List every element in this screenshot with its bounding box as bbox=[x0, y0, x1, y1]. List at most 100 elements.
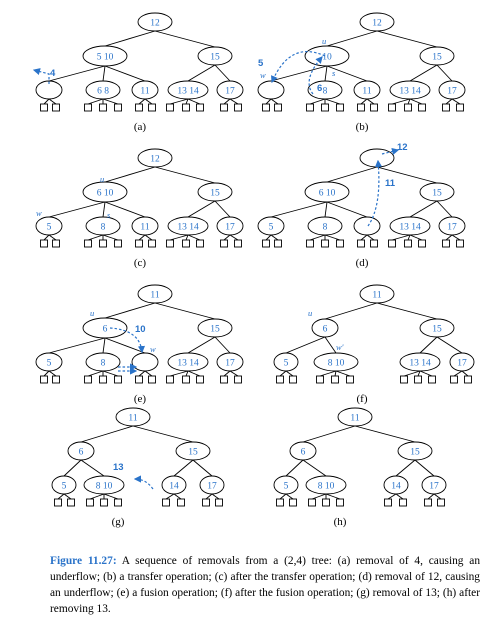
empty-node bbox=[359, 148, 395, 168]
tree-edge bbox=[354, 425, 416, 443]
leaf-node bbox=[177, 498, 185, 507]
node-keys: 5 bbox=[284, 482, 289, 492]
tree-edge bbox=[326, 166, 378, 183]
node-keys: 6 bbox=[103, 325, 108, 335]
leaf-node bbox=[336, 498, 344, 507]
leaf-node bbox=[234, 239, 242, 248]
leaf-edge bbox=[103, 493, 119, 500]
leaf-edge bbox=[187, 98, 201, 105]
leaf-node bbox=[182, 239, 190, 248]
leaf-node bbox=[135, 375, 143, 384]
leaf-node bbox=[464, 375, 472, 384]
tree-edge bbox=[63, 459, 82, 477]
leaf-edge bbox=[325, 493, 341, 500]
tree-edge bbox=[80, 425, 134, 443]
node-keys: 17 bbox=[447, 223, 457, 233]
operation-note: 6 bbox=[317, 83, 322, 94]
leaf-node bbox=[321, 239, 329, 248]
operation-note: 5 bbox=[258, 58, 264, 69]
node-label: w bbox=[150, 344, 156, 354]
tree-edge bbox=[302, 459, 327, 477]
node-label: u bbox=[100, 174, 104, 184]
tree-edge bbox=[80, 459, 105, 477]
leaf-edge bbox=[409, 98, 423, 105]
leaf-edge bbox=[407, 234, 411, 241]
leaf-node bbox=[84, 239, 92, 248]
node-keys: 15 bbox=[210, 325, 220, 335]
node-keys: 6 bbox=[323, 325, 328, 335]
node-keys: 11 bbox=[140, 87, 149, 97]
leaf-edge bbox=[453, 370, 463, 377]
leaf-edge bbox=[229, 98, 239, 105]
node-15 bbox=[419, 46, 455, 66]
leaf-edge bbox=[169, 98, 189, 105]
leaf-node bbox=[135, 239, 143, 248]
leaf-edge bbox=[169, 370, 189, 377]
tree-edge bbox=[324, 336, 337, 354]
leaf-edge bbox=[87, 370, 104, 377]
tree-edge bbox=[187, 64, 216, 82]
leaf-node bbox=[148, 239, 156, 248]
leaf-edge bbox=[138, 98, 146, 105]
tree-edge bbox=[285, 336, 326, 354]
leaf-edge bbox=[445, 234, 453, 241]
node-15 bbox=[397, 441, 433, 461]
leaf-node bbox=[215, 498, 223, 507]
node-keys: 15 bbox=[432, 189, 442, 199]
leaf-node bbox=[316, 375, 324, 384]
tree-edge bbox=[187, 336, 216, 354]
tree-edge bbox=[270, 65, 328, 82]
tree-edge bbox=[324, 65, 328, 82]
leaf-edge bbox=[391, 98, 411, 105]
leaf-node bbox=[442, 239, 450, 248]
tree-edge bbox=[270, 201, 328, 218]
leaf-node bbox=[321, 103, 329, 112]
node-keys: 13 14 bbox=[399, 223, 421, 233]
leaf-node bbox=[196, 375, 204, 384]
panel-sublabel: (a) bbox=[134, 121, 147, 133]
leaf-edge bbox=[433, 493, 442, 500]
leaf-edge bbox=[48, 234, 57, 241]
node-11 bbox=[337, 407, 373, 427]
leaf-edge bbox=[285, 493, 294, 500]
leaf-node bbox=[100, 498, 108, 507]
node-label: u bbox=[322, 36, 326, 46]
leaf-node bbox=[437, 498, 445, 507]
node-keys: 8 bbox=[101, 223, 106, 233]
node-keys: 13 14 bbox=[177, 223, 199, 233]
leaf-node bbox=[289, 498, 297, 507]
leaf-node bbox=[308, 498, 316, 507]
leaf-edge bbox=[309, 234, 326, 241]
leaf-edge bbox=[223, 370, 231, 377]
leaf-node bbox=[52, 103, 60, 112]
node-label: w bbox=[36, 208, 42, 218]
leaf-node bbox=[114, 239, 122, 248]
leaf-edge bbox=[211, 493, 220, 500]
node-6 bbox=[67, 441, 95, 461]
node-keys: 17 bbox=[225, 223, 235, 233]
leaf-node bbox=[428, 375, 436, 384]
node-5-10 bbox=[82, 45, 128, 67]
leaf-edge bbox=[391, 234, 411, 241]
caption-lead: Figure 11.27: bbox=[50, 555, 117, 567]
leaf-node bbox=[418, 103, 426, 112]
tree-edge bbox=[102, 337, 106, 354]
tree-edge bbox=[192, 459, 213, 477]
leaf-node bbox=[114, 103, 122, 112]
leaf-edge bbox=[451, 234, 461, 241]
leaf-edge bbox=[461, 370, 469, 377]
leaf-node bbox=[202, 498, 210, 507]
leaf-edge bbox=[417, 370, 421, 377]
panel-sublabel: (h) bbox=[334, 516, 347, 528]
leaf-edge bbox=[324, 234, 341, 241]
leaf-node bbox=[289, 375, 297, 384]
leaf-node bbox=[384, 498, 392, 507]
empty-node bbox=[131, 352, 159, 372]
leaf-node bbox=[442, 103, 450, 112]
leaf-edge bbox=[324, 98, 341, 105]
leaf-node bbox=[274, 103, 282, 112]
leaf-edge bbox=[57, 493, 65, 500]
figure-caption: Figure 11.27: A sequence of removals fro… bbox=[50, 553, 480, 617]
empty-node bbox=[257, 80, 285, 100]
